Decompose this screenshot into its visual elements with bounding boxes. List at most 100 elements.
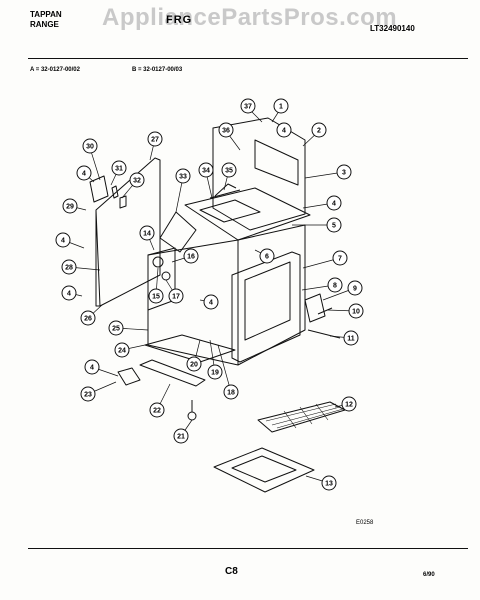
callout-18: 18 (223, 384, 239, 400)
svg-text:34: 34 (202, 168, 210, 175)
variant-a-label: A = 32-0127-00/02 (30, 67, 80, 73)
svg-text:4: 4 (282, 128, 286, 135)
callout-4-5: 4 (76, 165, 92, 181)
callout-16: 16 (183, 248, 199, 264)
svg-text:35: 35 (225, 168, 233, 175)
svg-text:22: 22 (153, 408, 161, 415)
callout-22: 22 (149, 402, 165, 418)
callout-14: 14 (139, 225, 155, 241)
svg-text:36: 36 (222, 128, 230, 135)
svg-text:28: 28 (65, 265, 73, 272)
callout-34: 34 (198, 162, 214, 178)
svg-text:29: 29 (66, 204, 74, 211)
callout-5: 5 (326, 217, 342, 233)
callout-33: 33 (175, 168, 191, 184)
svg-text:21: 21 (177, 434, 185, 441)
svg-text:5: 5 (332, 223, 336, 230)
callout-4: 4 (276, 122, 292, 138)
svg-text:16: 16 (187, 254, 195, 261)
broiler-pan (144, 334, 236, 363)
callout-26: 26 (80, 310, 96, 326)
svg-text:15: 15 (152, 294, 160, 301)
page-code: C8 (225, 566, 238, 577)
callout-4-6: 4 (84, 359, 100, 375)
callout-36: 36 (218, 122, 234, 138)
callout-6: 6 (259, 248, 275, 264)
callout-19: 19 (207, 364, 223, 380)
svg-text:37: 37 (244, 104, 252, 111)
svg-text:31: 31 (115, 166, 123, 173)
callout-2: 2 (311, 122, 327, 138)
callout-8: 8 (327, 277, 343, 293)
svg-text:19: 19 (211, 370, 219, 377)
callout-21: 21 (173, 428, 189, 444)
svg-text:17: 17 (172, 294, 180, 301)
svg-text:26: 26 (84, 316, 92, 323)
svg-text:11: 11 (347, 336, 355, 343)
back-panel (212, 117, 306, 231)
svg-text:30: 30 (86, 144, 94, 151)
svg-text:23: 23 (84, 392, 92, 399)
svg-text:7: 7 (338, 256, 342, 263)
variant-b-label: B = 32-0127-00/03 (132, 67, 183, 73)
svg-text:3: 3 (342, 170, 346, 177)
svg-text:25: 25 (112, 326, 120, 333)
footer-rule (28, 548, 468, 549)
callout-27: 27 (147, 131, 163, 147)
callout-10: 10 (348, 303, 364, 319)
header-rule (28, 58, 468, 59)
manufacturer-logo: FRG (166, 14, 193, 26)
callout-20: 20 (186, 356, 202, 372)
callout-35: 35 (221, 162, 237, 178)
svg-text:12: 12 (345, 402, 353, 409)
svg-text:6: 6 (265, 254, 269, 261)
callout-24: 24 (114, 342, 130, 358)
svg-text:24: 24 (118, 348, 126, 355)
callout-4-2: 4 (326, 195, 342, 211)
svg-text:4: 4 (67, 291, 71, 298)
brand-name: TAPPAN (30, 10, 62, 19)
callout-4-4: 4 (55, 232, 71, 248)
toe-kick (139, 359, 206, 387)
svg-text:9: 9 (353, 286, 357, 293)
callout-23: 23 (80, 386, 96, 402)
side-panel (95, 157, 161, 307)
svg-text:8: 8 (333, 283, 337, 290)
svg-text:10: 10 (352, 309, 360, 316)
callout-1: 1 (273, 98, 289, 114)
callout-4-7: 4 (203, 294, 219, 310)
callout-17: 17 (168, 288, 184, 304)
callout-37: 37 (240, 98, 256, 114)
svg-text:4: 4 (209, 300, 213, 307)
svg-text:27: 27 (151, 137, 159, 144)
cooktop-frame (184, 187, 311, 241)
svg-text:4: 4 (332, 201, 336, 208)
model-number: LT32490140 (370, 24, 415, 33)
svg-text:4: 4 (90, 365, 94, 372)
watermark-text: AppliancePartsPros.com (102, 4, 398, 31)
callout-12: 12 (341, 396, 357, 412)
svg-text:18: 18 (227, 390, 235, 397)
svg-text:14: 14 (143, 231, 151, 238)
svg-text:13: 13 (325, 481, 333, 488)
figure-code: E0258 (356, 520, 374, 526)
callout-4-3: 4 (61, 285, 77, 301)
svg-text:33: 33 (179, 174, 187, 181)
broiler-pan-insert (213, 447, 315, 493)
callout-13: 13 (321, 475, 337, 491)
callout-31: 31 (111, 160, 127, 176)
svg-text:2: 2 (317, 128, 321, 135)
svg-text:4: 4 (61, 238, 65, 245)
svg-text:32: 32 (133, 178, 141, 185)
callout-28: 28 (61, 259, 77, 275)
callout-11: 11 (343, 330, 359, 346)
oven-door (231, 251, 301, 363)
callout-25: 25 (108, 320, 124, 336)
callout-7: 7 (332, 250, 348, 266)
svg-text:20: 20 (190, 362, 198, 369)
callout-32: 32 (129, 172, 145, 188)
callout-29: 29 (62, 198, 78, 214)
product-type: RANGE (30, 20, 59, 29)
